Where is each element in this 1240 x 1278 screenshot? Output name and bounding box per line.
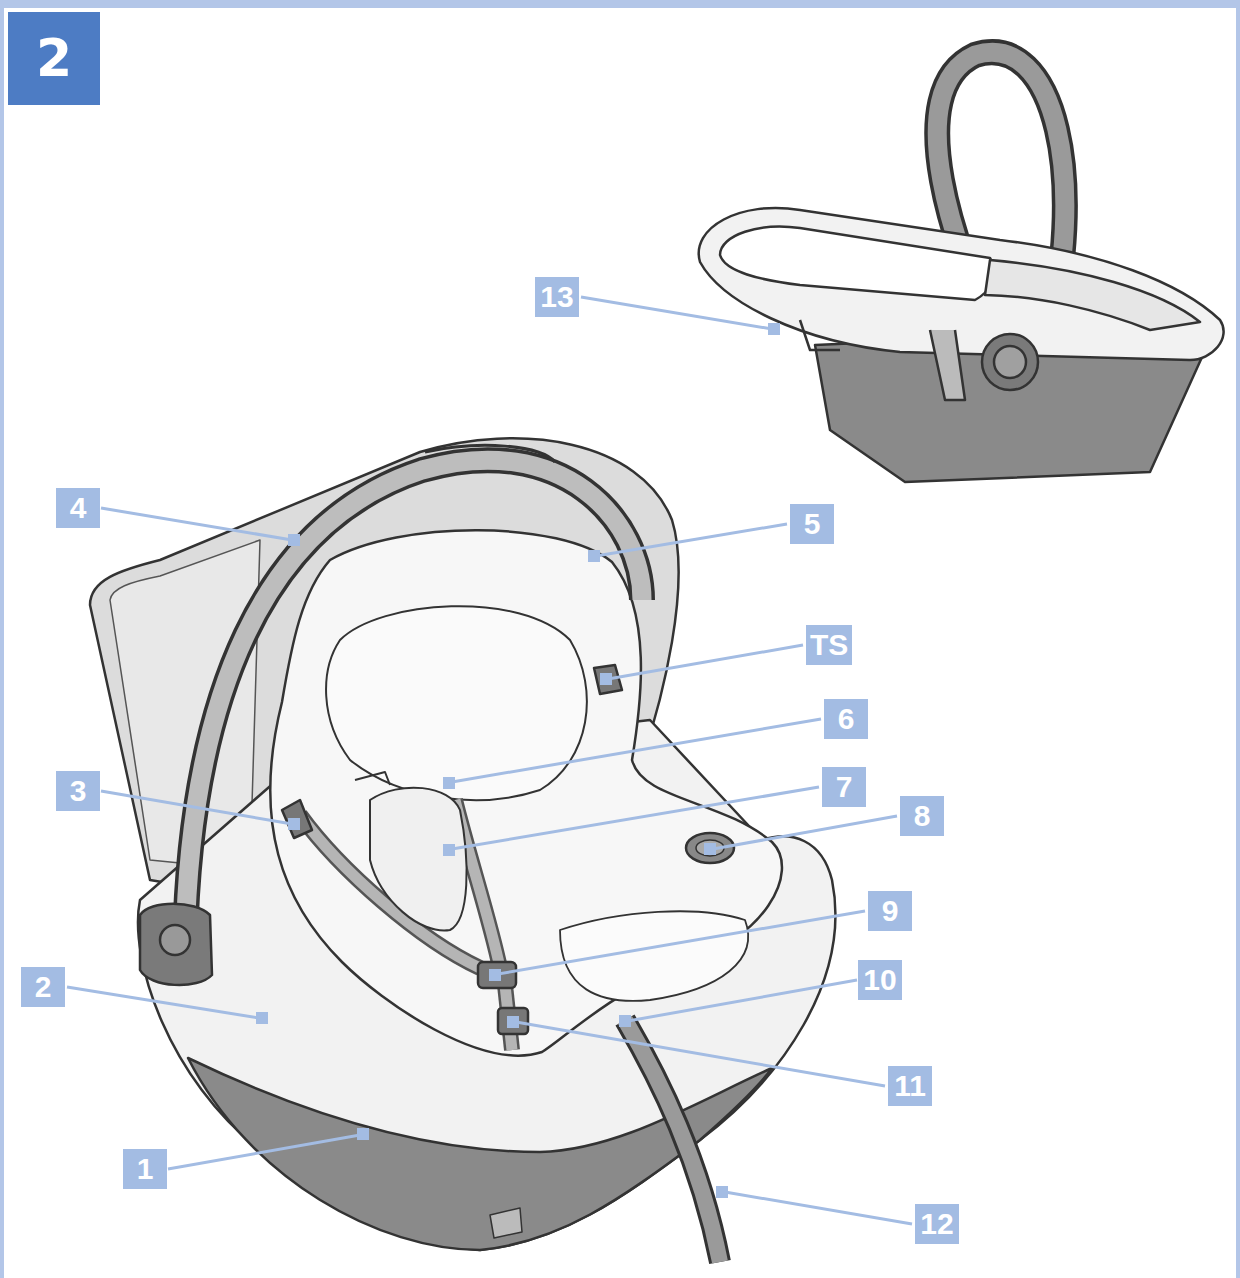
callout-number: 5 — [790, 504, 834, 544]
frame-edge — [1236, 0, 1240, 1278]
callout-number: 12 — [915, 1204, 959, 1244]
figure-number: 2 — [8, 12, 100, 105]
callout-number: 11 — [888, 1066, 932, 1106]
callout-number: 7 — [822, 767, 866, 807]
callout-number: 6 — [824, 699, 868, 739]
callout-number: 4 — [56, 488, 100, 528]
callout-number: 1 — [123, 1149, 167, 1189]
callout-number: 2 — [21, 967, 65, 1007]
main-seat — [90, 438, 835, 1262]
callout-number: TS — [806, 625, 852, 665]
frame-band — [0, 0, 1240, 8]
frame-edge — [0, 0, 4, 1278]
callout-number: 3 — [56, 771, 100, 811]
leader-lines — [67, 297, 912, 1224]
callout-number: 13 — [535, 277, 579, 317]
small-seat — [699, 52, 1224, 482]
callout-number: 10 — [858, 960, 902, 1000]
callout-number: 9 — [868, 891, 912, 931]
callout-number: 8 — [900, 796, 944, 836]
